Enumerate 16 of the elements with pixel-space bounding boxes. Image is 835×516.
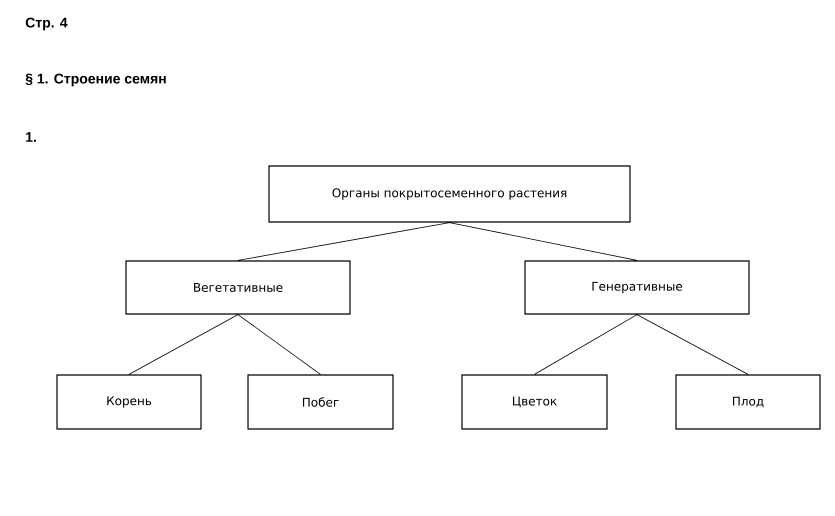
connector-line [449, 222, 638, 261]
category-box: Цветок [461, 374, 608, 430]
category-box: Побег [247, 374, 394, 430]
section-heading: § 1. Строение семян [26, 74, 166, 86]
connector-line [238, 222, 450, 261]
connector-line [636, 314, 748, 375]
connector-line [128, 314, 238, 375]
category-box: Корень [56, 374, 202, 430]
category-box: Органы покрытосеменного растения [268, 165, 631, 223]
heading-text: Стр. 4 [26, 18, 68, 30]
category-box: Плод [675, 374, 821, 430]
category-box: Вегетативные [125, 260, 351, 315]
connector-line [534, 314, 638, 375]
heading-text: 1. [26, 132, 36, 142]
category-box: Генеративные [524, 260, 750, 315]
connector-line [238, 314, 321, 375]
